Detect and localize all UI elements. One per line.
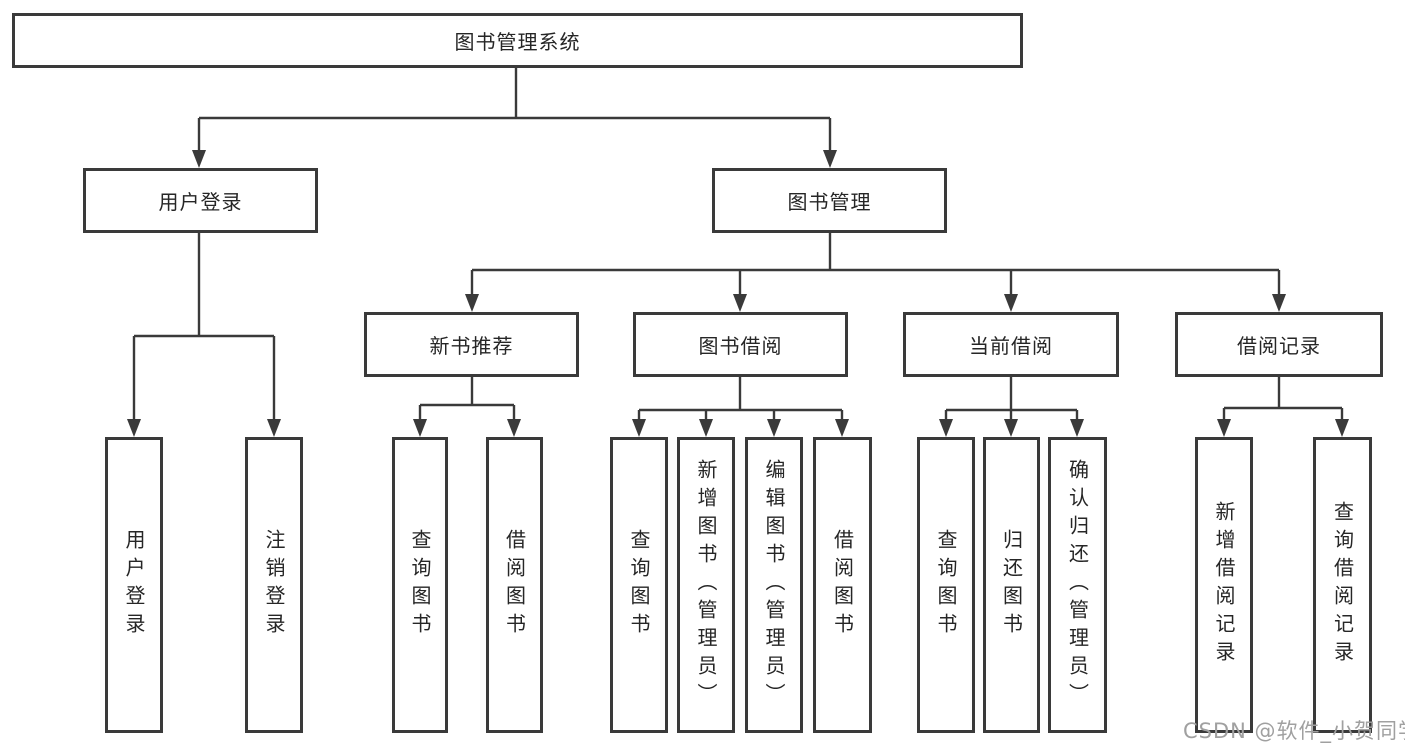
node-label: 图书管理系统 [454, 30, 581, 54]
node-label: 图书借阅 [698, 334, 783, 358]
node-label: 用户登录 [158, 190, 243, 214]
node-label: 借阅记录 [1237, 334, 1321, 358]
node-new-book-recommend: 新书推荐 [364, 312, 579, 377]
node-user-login: 用户登录 [83, 168, 318, 233]
node-book-management: 图书管理 [712, 168, 947, 233]
arrowhead [1070, 419, 1084, 437]
arrowhead [1217, 419, 1231, 437]
leaf-add-books-admin: 新增图书（管理员） [677, 437, 735, 733]
leaf-borrow-books-recommend: 借阅图书 [486, 437, 543, 733]
node-label: 归还图书 [999, 529, 1024, 641]
arrowhead [1272, 294, 1286, 312]
connector-user-login-to-leaves [127, 233, 281, 437]
node-label: 图书管理 [787, 190, 872, 214]
arrowhead [127, 419, 141, 437]
node-book-borrow: 图书借阅 [633, 312, 848, 377]
csdn-watermark: CSDN @软件_小贺同学 [1183, 719, 1405, 743]
node-label: 借阅图书 [502, 529, 527, 641]
node-label: 查询图书 [627, 529, 651, 641]
arrowhead [192, 150, 206, 168]
connector-new-book-recommend-to-leaves [413, 377, 521, 437]
leaf-query-books-recommend: 查询图书 [392, 437, 448, 733]
connector-book-borrow-to-leaves [632, 377, 849, 437]
leaf-edit-books-admin: 编辑图书（管理员） [745, 437, 803, 733]
leaf-return-books: 归还图书 [983, 437, 1040, 733]
node-label: 确认归还（管理员） [1065, 459, 1090, 711]
arrowhead [413, 419, 427, 437]
node-label: 当前借阅 [969, 334, 1053, 358]
leaf-logout: 注销登录 [245, 437, 303, 733]
arrowhead [267, 419, 281, 437]
arrowhead [1004, 294, 1018, 312]
connector-current-borrow-to-leaves [939, 377, 1084, 437]
node-label: 新书推荐 [429, 334, 514, 358]
leaf-borrow-books: 借阅图书 [813, 437, 872, 733]
node-label: 新增图书（管理员） [694, 459, 718, 711]
leaf-user-login: 用户登录 [105, 437, 163, 733]
node-label: 查询图书 [408, 529, 432, 641]
arrowhead [699, 419, 713, 437]
arrowhead [507, 419, 521, 437]
node-label: 查询借阅记录 [1330, 501, 1355, 669]
arrowhead [733, 294, 747, 312]
leaf-confirm-return-admin: 确认归还（管理员） [1048, 437, 1107, 733]
node-label: 注销登录 [262, 529, 286, 641]
node-label: 查询图书 [934, 529, 958, 641]
arrowhead [835, 419, 849, 437]
node-label: 新增借阅记录 [1212, 501, 1236, 669]
leaf-add-borrow-record: 新增借阅记录 [1195, 437, 1253, 733]
arrowhead [767, 419, 781, 437]
arrowhead [632, 419, 646, 437]
arrowhead [823, 150, 837, 168]
connector-borrow-record-to-leaves [1217, 377, 1349, 437]
connector-root-to-level2 [192, 68, 837, 168]
arrowhead [1335, 419, 1349, 437]
node-label: 用户登录 [122, 529, 146, 641]
connector-book-management-to-level3 [465, 233, 1286, 312]
node-borrow-record: 借阅记录 [1175, 312, 1383, 377]
node-label: 借阅图书 [830, 529, 855, 641]
node-current-borrow: 当前借阅 [903, 312, 1119, 377]
leaf-query-books-current: 查询图书 [917, 437, 975, 733]
leaf-query-borrow-record: 查询借阅记录 [1313, 437, 1372, 733]
arrowhead [939, 419, 953, 437]
arrowhead [1004, 419, 1018, 437]
node-label: 编辑图书（管理员） [762, 459, 786, 711]
leaf-query-books-borrow: 查询图书 [610, 437, 668, 733]
arrowhead [465, 294, 479, 312]
node-library-management-system: 图书管理系统 [12, 13, 1023, 68]
